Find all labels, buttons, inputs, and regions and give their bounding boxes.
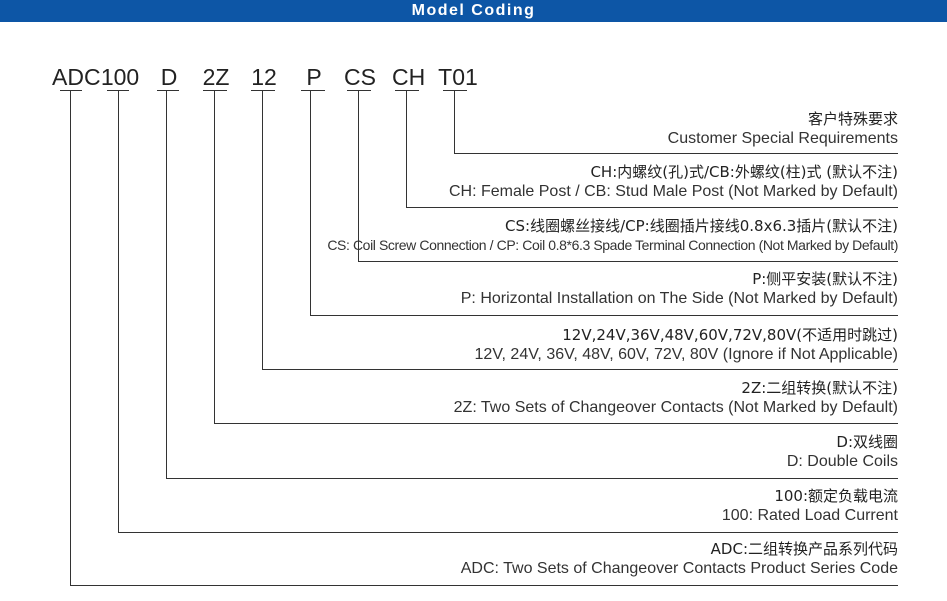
connector-horizontal [454, 153, 898, 154]
connector-vertical [262, 90, 263, 369]
diagram-title: Model Coding [411, 2, 536, 19]
description-zh: P:侧平安装(默认不注) [752, 270, 898, 288]
description-zh: CH:内螺纹(孔)式/CB:外螺纹(柱)式 (默认不注) [590, 163, 898, 181]
code-segment-2z: 2Z [202, 64, 230, 90]
description-zh: 12V,24V,36V,48V,60V,72V,80V(不适用时跳过) [562, 326, 898, 344]
code-underline [60, 90, 82, 91]
code-segment-100: 100 [100, 64, 140, 90]
description-customer-special: 客户特殊要求 Customer Special Requirements [668, 110, 898, 148]
description-en: ADC: Two Sets of Changeover Contacts Pro… [460, 560, 898, 577]
description-en: Customer Special Requirements [667, 130, 898, 147]
description-zh: CS:线圈螺丝接线/CP:线圈插片接线0.8x6.3插片(默认不注) [505, 217, 898, 235]
connector-vertical [214, 90, 215, 423]
description-contacts: 2Z:二组转换(默认不注) 2Z: Two Sets of Changeover… [454, 379, 898, 417]
code-underline [157, 90, 179, 91]
description-en: CH: Female Post / CB: Stud Male Post (No… [448, 183, 898, 200]
code-segment-cs: CS [344, 64, 376, 90]
description-en: 2Z: Two Sets of Changeover Contacts (Not… [453, 399, 898, 416]
connector-vertical [166, 90, 167, 478]
description-zh: D:双线圈 [836, 433, 898, 451]
description-coils: D:双线圈 D: Double Coils [787, 433, 898, 471]
connector-horizontal [310, 315, 898, 316]
description-en: D: Double Coils [786, 453, 898, 470]
description-zh: 2Z:二组转换(默认不注) [741, 379, 898, 397]
description-zh: ADC:二组转换产品系列代码 [710, 540, 898, 558]
connector-vertical [358, 90, 359, 261]
connector-vertical [406, 90, 407, 207]
description-voltage: 12V,24V,36V,48V,60V,72V,80V(不适用时跳过) 12V,… [475, 326, 898, 364]
description-series-code: ADC:二组转换产品系列代码 ADC: Two Sets of Changeov… [461, 540, 898, 578]
code-segment-p: P [306, 64, 322, 90]
description-zh: 100:额定负载电流 [774, 487, 898, 505]
code-underline [203, 90, 227, 91]
title-bar: Model Coding [0, 0, 947, 22]
connector-vertical [454, 90, 455, 153]
description-rated-current: 100:额定负载电流 100: Rated Load Current [722, 487, 898, 525]
connector-horizontal [118, 532, 898, 533]
connector-horizontal [262, 369, 898, 370]
description-en: 12V, 24V, 36V, 48V, 60V, 72V, 80V (Ignor… [474, 346, 898, 363]
connector-vertical [118, 90, 119, 532]
connector-horizontal [70, 585, 898, 586]
connector-horizontal [214, 423, 898, 424]
connector-horizontal [406, 207, 898, 208]
description-post-type: CH:内螺纹(孔)式/CB:外螺纹(柱)式 (默认不注) CH: Female … [449, 163, 898, 201]
description-installation: P:侧平安装(默认不注) P: Horizontal Installation … [461, 270, 898, 308]
connector-vertical [70, 90, 71, 585]
code-underline [251, 90, 275, 91]
description-en: P: Horizontal Installation on The Side (… [460, 290, 898, 307]
description-en: CS: Coil Screw Connection / CP: Coil 0.8… [327, 237, 898, 253]
code-underline [443, 90, 467, 91]
description-coil-connection: CS:线圈螺丝接线/CP:线圈插片接线0.8x6.3插片(默认不注) CS: C… [327, 217, 898, 255]
code-underline [347, 90, 371, 91]
code-underline [395, 90, 419, 91]
code-segment-adc: ADC [52, 64, 101, 90]
code-segment-12: 12 [251, 64, 277, 90]
code-segment-t01: T01 [438, 64, 478, 90]
connector-horizontal [166, 478, 898, 479]
connector-vertical [310, 90, 311, 315]
description-zh: 客户特殊要求 [807, 110, 898, 128]
code-underline [301, 90, 325, 91]
description-en: 100: Rated Load Current [721, 507, 898, 524]
connector-horizontal [358, 261, 898, 262]
code-segment-d: D [160, 64, 178, 90]
code-segment-ch: CH [392, 64, 426, 90]
